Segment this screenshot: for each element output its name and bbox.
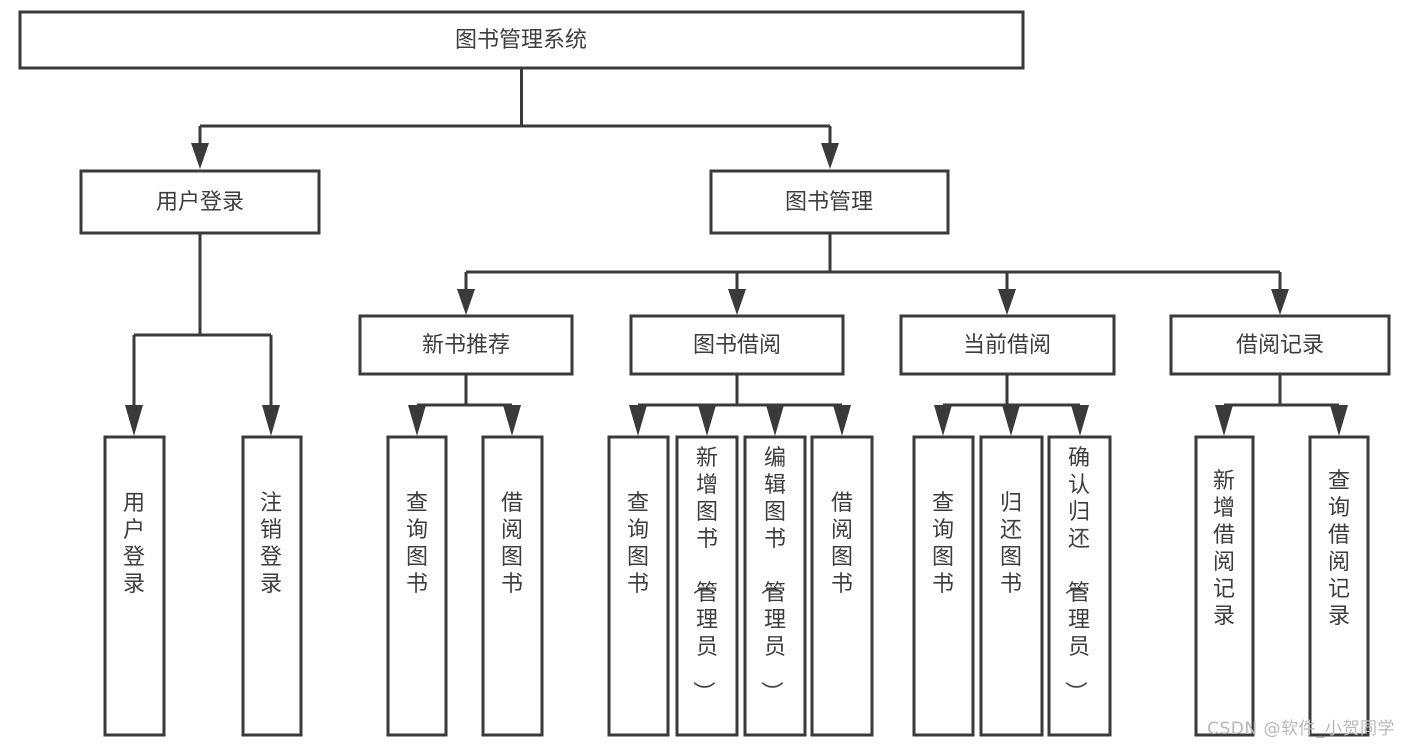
leaf-return-book-label: 归还图书 [1000,491,1022,597]
leaf-edit-book-admin-box[interactable] [743,435,807,737]
leaf-user-login-box[interactable] [103,435,166,737]
node-current-borrow-box[interactable] [899,314,1116,376]
leaf-confirm-return-admin-box[interactable] [1047,435,1112,737]
leaf-borrow-book-newrec[interactable]: 借阅图书 [481,435,544,737]
leaf-confirm-return-admin-label: 确认归还（管理员） [1062,446,1090,703]
connector-group-book-mgmt [457,233,1289,315]
arrowhead-borrow-l3 [766,405,784,436]
leaf-add-borrow-record-label: 新增借阅记录 [1213,469,1235,629]
leaf-query-book-newrec-box[interactable] [386,435,448,737]
node-borrow-record-label: 借阅记录 [1236,333,1324,358]
leaf-add-borrow-record[interactable]: 新增借阅记录 [1194,435,1255,737]
arrowhead-borrow-l1 [629,405,647,436]
leaf-query-borrow-record[interactable]: 查询借阅记录 [1308,435,1370,737]
connector-group-book-borrow [629,374,851,436]
node-root-system-box[interactable] [18,10,1025,70]
node-new-book-recommend-label: 新书推荐 [422,333,510,358]
arrowhead-current-l2 [1002,405,1020,436]
arrowhead-newbook-l1 [408,405,426,436]
node-current-borrow[interactable]: 当前借阅 [899,314,1116,376]
arrowhead-borrow-l4 [833,405,851,436]
node-book-borrow-box[interactable] [629,314,845,376]
leaf-add-book-admin-label: 新增图书（管理员） [690,446,718,703]
csdn-watermark: CSDN @软件_小贺同学 [1207,719,1395,739]
arrowhead-book-mgmt-c2 [728,289,746,315]
node-user-login-box[interactable] [79,169,321,235]
node-book-borrow-label: 图书借阅 [693,333,781,358]
arrowhead-newbook-l2 [503,405,521,436]
node-borrow-record-box[interactable] [1169,314,1391,376]
leaf-query-book-borrow[interactable]: 查询图书 [607,435,670,737]
leaf-query-borrow-record-box[interactable] [1308,435,1370,737]
arrowhead-root-to-book-mgmt [821,143,839,169]
arrowhead-record-l1 [1215,405,1233,436]
arrowhead-borrow-l2 [698,405,716,436]
leaf-borrow-book-box[interactable] [810,435,874,737]
arrowhead-book-mgmt-c4 [1271,289,1289,315]
leaf-borrow-book-newrec-box[interactable] [481,435,544,737]
arrowhead-book-mgmt-c1 [457,289,475,315]
node-book-management[interactable]: 图书管理 [709,169,950,235]
leaf-borrow-book-newrec-label: 借阅图书 [501,491,523,597]
node-user-login-label: 用户登录 [156,190,244,215]
leaf-query-book-current[interactable]: 查询图书 [912,435,975,737]
connector-group-user-login [125,233,280,436]
node-user-login[interactable]: 用户登录 [79,169,321,235]
leaf-borrow-book-label: 借阅图书 [831,491,853,597]
leaf-query-book-borrow-box[interactable] [607,435,670,737]
connector-group-new-book-rec [408,374,521,436]
node-root-system-label: 图书管理系统 [455,28,587,53]
leaf-logout-box[interactable] [241,435,303,737]
node-new-book-recommend-box[interactable] [358,314,574,376]
arrowhead-current-l3 [1071,405,1089,436]
connector-group-root [191,68,839,169]
leaf-logout[interactable]: 注销登录 [241,435,303,737]
leaf-return-book-box[interactable] [979,435,1044,737]
leaf-add-book-admin[interactable]: 新增图书（管理员） [675,435,739,737]
node-book-management-label: 图书管理 [785,190,873,215]
connector-group-borrow-record [1215,374,1348,436]
leaf-borrow-book[interactable]: 借阅图书 [810,435,874,737]
node-book-management-box[interactable] [709,169,950,235]
leaf-return-book[interactable]: 归还图书 [979,435,1044,737]
arrowhead-user-login-leaf2 [262,405,280,436]
leaf-query-book-newrec-label: 查询图书 [406,491,428,597]
leaf-user-login[interactable]: 用户登录 [103,435,166,737]
arrowhead-user-login-leaf1 [125,405,143,436]
leaf-query-borrow-record-label: 查询借阅记录 [1328,469,1350,629]
node-current-borrow-label: 当前借阅 [963,333,1051,358]
connector-group-current-borrow [934,374,1089,436]
leaf-user-login-label: 用户登录 [123,491,145,597]
leaf-query-book-newrec[interactable]: 查询图书 [386,435,448,737]
leaf-logout-label: 注销登录 [260,491,282,597]
leaf-query-book-current-label: 查询图书 [932,491,954,597]
arrowhead-record-l2 [1330,405,1348,436]
leaf-confirm-return-admin[interactable]: 确认归还（管理员） [1047,435,1112,737]
leaf-edit-book-admin-label: 编辑图书（管理员） [758,446,786,703]
node-root-system[interactable]: 图书管理系统 [18,10,1025,70]
node-new-book-recommend[interactable]: 新书推荐 [358,314,574,376]
arrowhead-root-to-user-login [191,143,209,169]
leaf-query-book-current-box[interactable] [912,435,975,737]
node-book-borrow[interactable]: 图书借阅 [629,314,845,376]
leaf-add-book-admin-box[interactable] [675,435,739,737]
leaf-edit-book-admin[interactable]: 编辑图书（管理员） [743,435,807,737]
arrowhead-current-l1 [934,405,952,436]
leaf-add-borrow-record-box[interactable] [1194,435,1255,737]
arrowhead-book-mgmt-c3 [998,289,1016,315]
node-borrow-record[interactable]: 借阅记录 [1169,314,1391,376]
leaf-query-book-borrow-label: 查询图书 [627,491,649,597]
